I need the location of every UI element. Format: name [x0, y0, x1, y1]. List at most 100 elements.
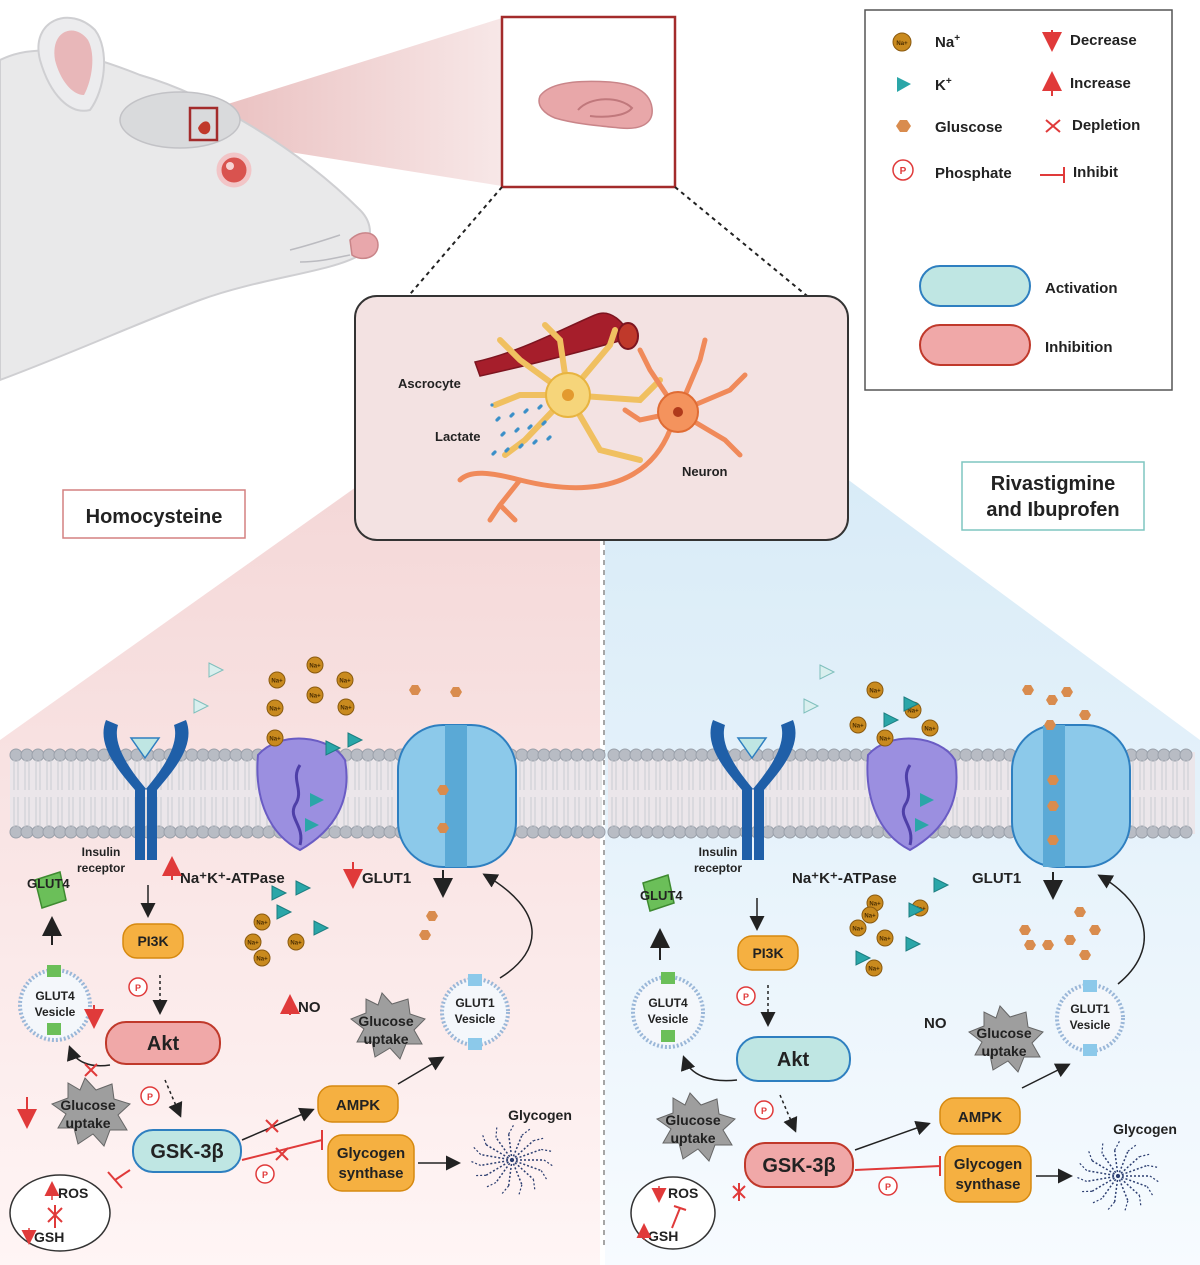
- glucose-molecule: [1064, 935, 1076, 945]
- glycogen-left-twig: [501, 1185, 510, 1194]
- sodium-ion: [266, 729, 284, 747]
- membrane-left-lipid-tail: [222, 760, 228, 827]
- membrane-left-lipid-head: [53, 825, 67, 839]
- membrane-right-lipid-head: [794, 825, 808, 839]
- ampk-node-right: [939, 1097, 1021, 1135]
- glycogen-right-branch: [1091, 1160, 1119, 1177]
- glycogen-right-branch: [1117, 1175, 1148, 1188]
- glucose-molecule: [437, 823, 449, 833]
- no-label-right: NO: [924, 1015, 947, 1032]
- membrane-left-lipid-head: [570, 825, 584, 839]
- glut1-vesicle-protein-bottom-left: [468, 1038, 482, 1050]
- right-pathway: Insulin receptor Na⁺K⁺-ATPase GLUT1 GLUT…: [630, 720, 1177, 1250]
- glycogen-right-twig: [1077, 1177, 1087, 1182]
- membrane-left-lipid-tail: [57, 760, 63, 827]
- glycogen-right-twig: [1149, 1175, 1159, 1183]
- ampk-to-vesicle-arrow-right: [1021, 1063, 1071, 1089]
- membrane-right-lipid-head: [662, 748, 676, 762]
- glut4-vesicle-protein-bottom-right: [661, 1030, 675, 1042]
- glut4-vesicle-protein-bottom-left: [47, 1023, 61, 1035]
- phosphate-icon-text: P: [900, 166, 907, 177]
- potassium-ion: [325, 740, 342, 756]
- glut4-protein-left: [34, 871, 67, 909]
- glut4-vesicle-label-right-1: GLUT4: [648, 996, 688, 1010]
- sodium-ion-text: Na+: [290, 941, 302, 947]
- sodium-ion: [866, 681, 884, 699]
- membrane-right-lipid-tail: [842, 760, 848, 827]
- insulin-label-left-2: receptor: [77, 861, 125, 875]
- ions-layer: Na+Na+Na+Na+Na+Na+Na+Na+Na+Na+Na+Na+Na+N…: [193, 656, 1101, 977]
- membrane-right-lipid-tail: [985, 760, 991, 827]
- membrane-left-lipid-tail: [68, 760, 74, 827]
- membrane-right-lipid-head: [827, 825, 841, 839]
- lactate-dot: [493, 450, 497, 454]
- membrane-left-lipid-head: [372, 825, 386, 839]
- membrane-right-lipid-head: [937, 825, 951, 839]
- membrane-right-lipid-tail: [721, 760, 727, 827]
- sodium-ion: [266, 699, 284, 717]
- lactate-dot: [497, 416, 501, 420]
- membrane-left-lipid-tail: [596, 760, 602, 827]
- gsh-label-right: GSH: [648, 1228, 678, 1244]
- glut1-channel-right: [1043, 725, 1065, 867]
- glucose-uptake-burst-right-1: [655, 1092, 736, 1162]
- sodium-ion-icon-text: Na+: [896, 41, 908, 47]
- pi3k-label-left: PI3K: [137, 933, 168, 949]
- membrane-right-lipid-tail: [831, 760, 837, 827]
- membrane-left-lipid-tail: [530, 760, 536, 827]
- membrane-left-lipid-head: [328, 825, 342, 839]
- glycogen-right-twig: [1101, 1143, 1104, 1154]
- glycogen-left-twig: [521, 1128, 531, 1136]
- atpase-label-right: Na⁺K⁺-ATPase: [792, 870, 897, 887]
- gsk-inhibits-ros-left: [107, 1169, 131, 1189]
- membrane-right-lipid-head: [871, 825, 885, 839]
- sodium-ion: [253, 913, 271, 931]
- membrane-left-lipid-head: [152, 748, 166, 762]
- membrane-left-lipid-head: [64, 825, 78, 839]
- ampk-to-vesicle-arrow-left: [397, 1056, 445, 1085]
- membrane-right-lipid-head: [970, 825, 984, 839]
- membrane-left-lipid-head: [240, 825, 254, 839]
- membrane-right-lipid-head: [805, 748, 819, 762]
- insulin-receptor-right: [710, 720, 796, 860]
- membrane-left-lipid-head: [20, 748, 34, 762]
- ampk-label-left: AMPK: [336, 1097, 380, 1114]
- membrane-left-lipid-head: [570, 748, 584, 762]
- sodium-ion: [253, 949, 271, 967]
- membrane-left-lipid-head: [75, 748, 89, 762]
- ros-label-right: ROS: [668, 1185, 698, 1201]
- inhibition-pill-icon: [919, 324, 1031, 366]
- membrane-right-lipid-tail: [622, 760, 628, 827]
- glycogen-right-branch: [1086, 1169, 1119, 1177]
- membrane-right-lipid-head: [981, 825, 995, 839]
- lactate-dot: [520, 443, 524, 447]
- glucose-molecule: [1061, 687, 1073, 697]
- glycogen-left-branch: [485, 1159, 513, 1176]
- glucose-molecule: [450, 687, 462, 697]
- sodium-ion: [337, 698, 355, 716]
- glycogen-left-branch: [507, 1134, 513, 1161]
- membrane-right-lipid-head: [640, 825, 654, 839]
- atpase-k-ion-right-1: [920, 793, 934, 807]
- glut1-vesicle-label-right-1: GLUT1: [1070, 1002, 1110, 1016]
- glycogen-right-branch: [1117, 1175, 1140, 1196]
- membrane-right-lipid-tail: [611, 760, 617, 827]
- glycogen-right-branch: [1113, 1175, 1119, 1202]
- gsk3b-label-right: GSK-3β: [762, 1155, 835, 1177]
- rat-body: [0, 49, 371, 382]
- membrane-right-lipid-head: [629, 748, 643, 762]
- pi3k-label-right: PI3K: [752, 945, 783, 961]
- glut1-label-left: GLUT1: [362, 870, 411, 887]
- membrane-right-lipid-tail: [974, 760, 980, 827]
- legend-label-sodium: Na+: [935, 33, 960, 51]
- glycogen-right-branch: [1117, 1156, 1140, 1177]
- membrane-right-lipid-head: [827, 748, 841, 762]
- glucose-uptake-label-right-1-a: Glucose: [665, 1112, 720, 1128]
- sodium-ion: [861, 906, 879, 924]
- legend-label-potassium: K+: [935, 76, 952, 94]
- akt-to-vesicle-arrow-left: [66, 1045, 111, 1067]
- membrane-left-lipid-head: [75, 825, 89, 839]
- glycogen-label-right: Glycogen: [1113, 1121, 1177, 1137]
- rat-brain: [119, 91, 241, 149]
- membrane-right-lipid-head: [695, 748, 709, 762]
